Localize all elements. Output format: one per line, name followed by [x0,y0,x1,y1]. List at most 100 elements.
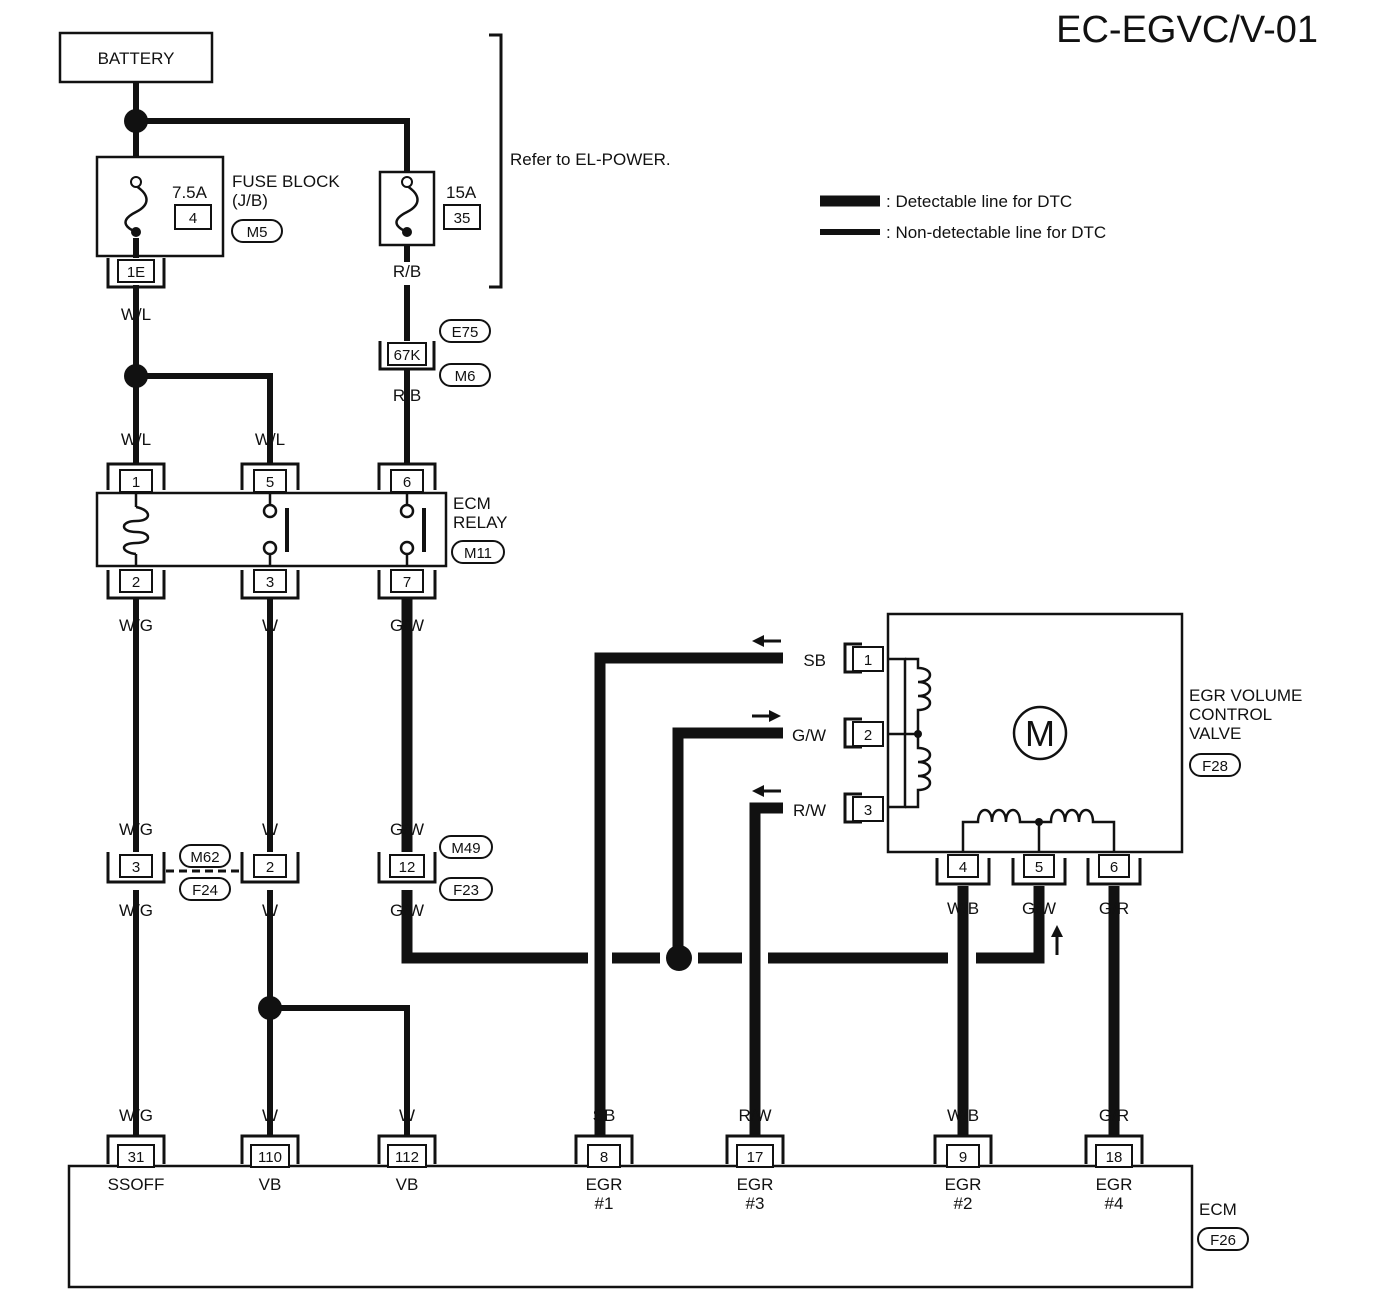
egr-valve-label3: VALVE [1189,724,1241,743]
ecm-relay: 1 5 6 2 3 7 ECM RELAY M [95,462,508,600]
svg-text:3: 3 [266,574,274,591]
fuse-block: 7.5A 4 FUSE BLOCK (J/B) M5 1E [95,155,340,289]
connector-m6: M6 [455,368,476,385]
wire-label: W [262,616,278,635]
connector-m49: M49 [451,840,480,857]
ecm-label: ECM [1199,1200,1237,1219]
svg-text:31: 31 [128,1149,145,1166]
ecm-relay-label2: RELAY [453,513,508,532]
egr-valve-label: EGR VOLUME [1189,686,1302,705]
egr-valve-label2: CONTROL [1189,705,1272,724]
ecm: 31 110 112 8 17 9 18 SSOFF VB VB EGR #1 … [67,1134,1249,1289]
wire-label: W/B [947,899,979,918]
motor-coil-icon [905,657,932,734]
wire-label: R/W [738,1106,771,1125]
svg-text:EGR: EGR [737,1175,774,1194]
arrow-left-icon [752,785,764,797]
arrow-right-icon [769,710,781,722]
svg-text:112: 112 [395,1149,419,1166]
svg-text:67K: 67K [394,347,421,364]
egr-valve-connector: F28 [1202,758,1228,775]
connector-m62: M62 [190,849,219,866]
fuse-symbol-icon [395,184,419,234]
thick-wires [401,598,1120,1136]
wire-label: W/G [119,616,153,635]
battery-box [58,31,214,84]
wire-label: G/W [390,616,424,635]
wire-label: W [399,1106,415,1125]
svg-text:2: 2 [864,727,872,744]
splice-dot [666,945,692,971]
fuse2-number: 35 [454,210,471,227]
wire-label: SB [803,651,826,670]
motor-coil-icon [961,808,1039,852]
fuse2-rating: 15A [446,183,477,202]
terminal-1e: 1E [127,264,145,281]
svg-text:12: 12 [399,859,416,876]
wire-label: W [262,1106,278,1125]
svg-text:EGR: EGR [945,1175,982,1194]
svg-text:2: 2 [266,859,274,876]
wire-label: R/B [393,386,421,405]
svg-text:VB: VB [396,1175,419,1194]
svg-text:#2: #2 [954,1194,973,1213]
svg-text:#1: #1 [595,1194,614,1213]
svg-text:18: 18 [1106,1149,1123,1166]
connector-f24: F24 [192,882,218,899]
ecm-box [67,1164,1194,1289]
legend-detectable: : Detectable line for DTC [886,192,1072,211]
svg-text:6: 6 [403,474,411,491]
refer-note: Refer to EL-POWER. [510,150,671,169]
svg-text:SSOFF: SSOFF [108,1175,165,1194]
egr-valve: 1 2 3 4 5 6 M EGR VOLUME CONTROL VALVE [843,612,1302,886]
relay-coil-icon [122,505,150,556]
wire-label: W/G [119,901,153,920]
diagram-id: EC-EGVC/V-01 [1056,9,1318,51]
wire-label: G/W [792,726,826,745]
svg-text:3: 3 [132,859,140,876]
svg-text:EGR: EGR [586,1175,623,1194]
fuse1-number: 4 [189,210,197,227]
wire-label: W/B [947,1106,979,1125]
svg-text:1: 1 [864,652,872,669]
wire-label: G/W [390,901,424,920]
wire-label: W/G [119,820,153,839]
ecm-relay-connector: M11 [464,545,492,562]
splice-dot [124,109,148,133]
fuse1-rating: 7.5A [172,183,208,202]
arrow-left-icon [752,635,764,647]
legend-non-detectable: : Non-detectable line for DTC [886,223,1106,242]
svg-text:5: 5 [1035,859,1043,876]
svg-text:8: 8 [600,1149,608,1166]
fuse-symbol-icon [124,184,148,234]
power-bracket [489,33,503,289]
svg-text:VB: VB [259,1175,282,1194]
inline-connector-67k: 67K E75 M6 [378,319,491,387]
svg-text:EGR: EGR [1096,1175,1133,1194]
motor-icon [1012,705,1068,761]
connector-e75: E75 [452,324,479,341]
wire-label: W/L [255,430,285,449]
wire-label: W/L [121,430,151,449]
connector-f23: F23 [453,882,479,899]
splice-dot [258,996,282,1020]
wire-label: G/R [1099,899,1129,918]
wire-label: G/W [390,820,424,839]
wire-label: W [262,820,278,839]
svg-text:6: 6 [1110,859,1118,876]
svg-text:9: 9 [959,1149,967,1166]
svg-text:#4: #4 [1105,1194,1124,1213]
svg-text:2: 2 [132,574,140,591]
battery-label: BATTERY [98,49,175,68]
fuse-block-label: FUSE BLOCK [232,172,340,191]
svg-text:7: 7 [403,574,411,591]
wire-label: G/R [1099,1106,1129,1125]
svg-text:5: 5 [266,474,274,491]
wire-label: R/B [393,262,421,281]
signal-arrows [752,635,1063,955]
fuse-block-connector: M5 [247,224,268,241]
motor-label: M [1025,713,1055,754]
inline-connectors-mid: 3 2 12 M62 F24 M49 F23 [106,835,493,901]
wire-label: R/W [793,801,826,820]
